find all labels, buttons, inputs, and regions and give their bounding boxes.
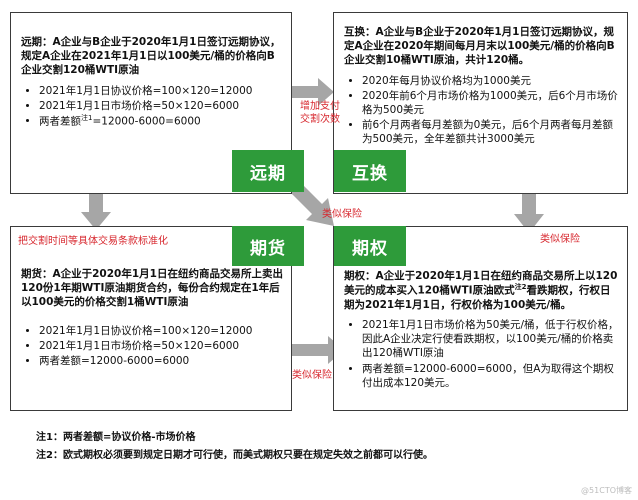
label-swap-to-option: 类似保险 (540, 234, 580, 245)
forward-box: 远期：A企业与B企业于2020年1月1日签订远期协议，规定A企业在2021年1月… (10, 12, 292, 194)
option-list: 2021年1月1日市场价格为50美元/桶，低于行权价格，因此A企业决定行使看跌期… (344, 318, 619, 390)
forward-description: 远期：A企业与B企业于2020年1月1日签订远期协议，规定A企业在2021年1月… (21, 36, 281, 77)
tag-forward: 远期 (232, 150, 304, 192)
futures-description: 期货：A企业于2020年1月1日在纽约商品交易所上卖出120份1年期WTI原油期… (21, 268, 283, 309)
forward-diff-value: =12000-6000=6000 (92, 115, 201, 128)
tag-option: 期权 (334, 226, 406, 266)
arrow-swap-to-option (514, 192, 544, 233)
forward-item-market-price: 2021年1月1日市场价格=50×120=6000 (39, 99, 283, 113)
note-2: 注2：欧式期权必须要到规定日期才可行使，而美式期权只要在规定失效之前都可以行使。 (36, 450, 433, 461)
note-1: 注1：两者差额=协议价格-市场价格 (36, 432, 196, 443)
tag-swap: 互换 (334, 150, 406, 192)
tag-futures: 期货 (232, 226, 304, 266)
swap-box: 互换：A企业与B企业于2020年1月1日签订远期协议，规定A企业在2020年期间… (333, 12, 628, 194)
futures-list: 2021年1月1日协议价格=100×120=12000 2021年1月1日市场价… (21, 324, 283, 369)
swap-item-agreement-price: 2020年每月协议价格均为1000美元 (362, 74, 619, 88)
arrow-forward-to-swap (276, 78, 334, 106)
futures-item-market-price: 2021年1月1日市场价格=50×120=6000 (39, 339, 283, 353)
swap-list: 2020年每月协议价格均为1000美元 2020年前6个月市场价格为1000美元… (344, 74, 619, 147)
watermark: @51CTO博客 (581, 486, 632, 495)
forward-list: 2021年1月1日协议价格=100×120=12000 2021年1月1日市场价… (21, 84, 283, 129)
arrow-futures-to-option (286, 336, 344, 364)
forward-item-agreement-price: 2021年1月1日协议价格=100×120=12000 (39, 84, 283, 98)
option-item-difference: 两者差额=12000-6000=6000，但A为取得这个期权付出成本120美元。 (362, 362, 619, 390)
label-forward-to-futures: 把交割时间等具体交易条款标准化 (18, 236, 168, 247)
note2-marker: 注2 (514, 283, 527, 292)
option-item-exercise: 2021年1月1日市场价格为50美元/桶，低于行权价格，因此A企业决定行使看跌期… (362, 318, 619, 361)
option-description-tail: 看跌期权，行权日期为2021年1月1日，行权价格为100美元/桶。 (344, 284, 611, 311)
futures-item-agreement-price: 2021年1月1日协议价格=100×120=12000 (39, 324, 283, 338)
arrow-forward-to-futures (81, 192, 111, 230)
label-forward-to-option: 类似保险 (322, 209, 362, 220)
option-description: 期权：A企业于2020年1月1日在纽约商品交易所上以120美元的成本买入120桶… (344, 269, 619, 312)
forward-item-difference: 两者差额注1=12000-6000=6000 (39, 114, 283, 129)
swap-item-difference: 前6个月两者每月差额为0美元，后6个月两者每月差额为500美元，全年差额共计30… (362, 118, 619, 146)
note1-marker: 注1 (81, 113, 93, 122)
label-futures-to-option: 类似保险 (292, 370, 332, 381)
swap-item-market-price: 2020年前6个月市场价格为1000美元，后6个月市场价格为500美元 (362, 89, 619, 117)
option-description-text: 期权：A企业于2020年1月1日在纽约商品交易所上以120美元的成本买入120桶… (344, 270, 618, 297)
forward-diff-label: 两者差额 (39, 115, 81, 128)
futures-item-difference: 两者差额=12000-6000=6000 (39, 354, 283, 368)
label-forward-to-swap: 增加支付交割次数 (300, 101, 340, 125)
swap-description: 互换：A企业与B企业于2020年1月1日签订远期协议，规定A企业在2020年期间… (344, 26, 615, 67)
